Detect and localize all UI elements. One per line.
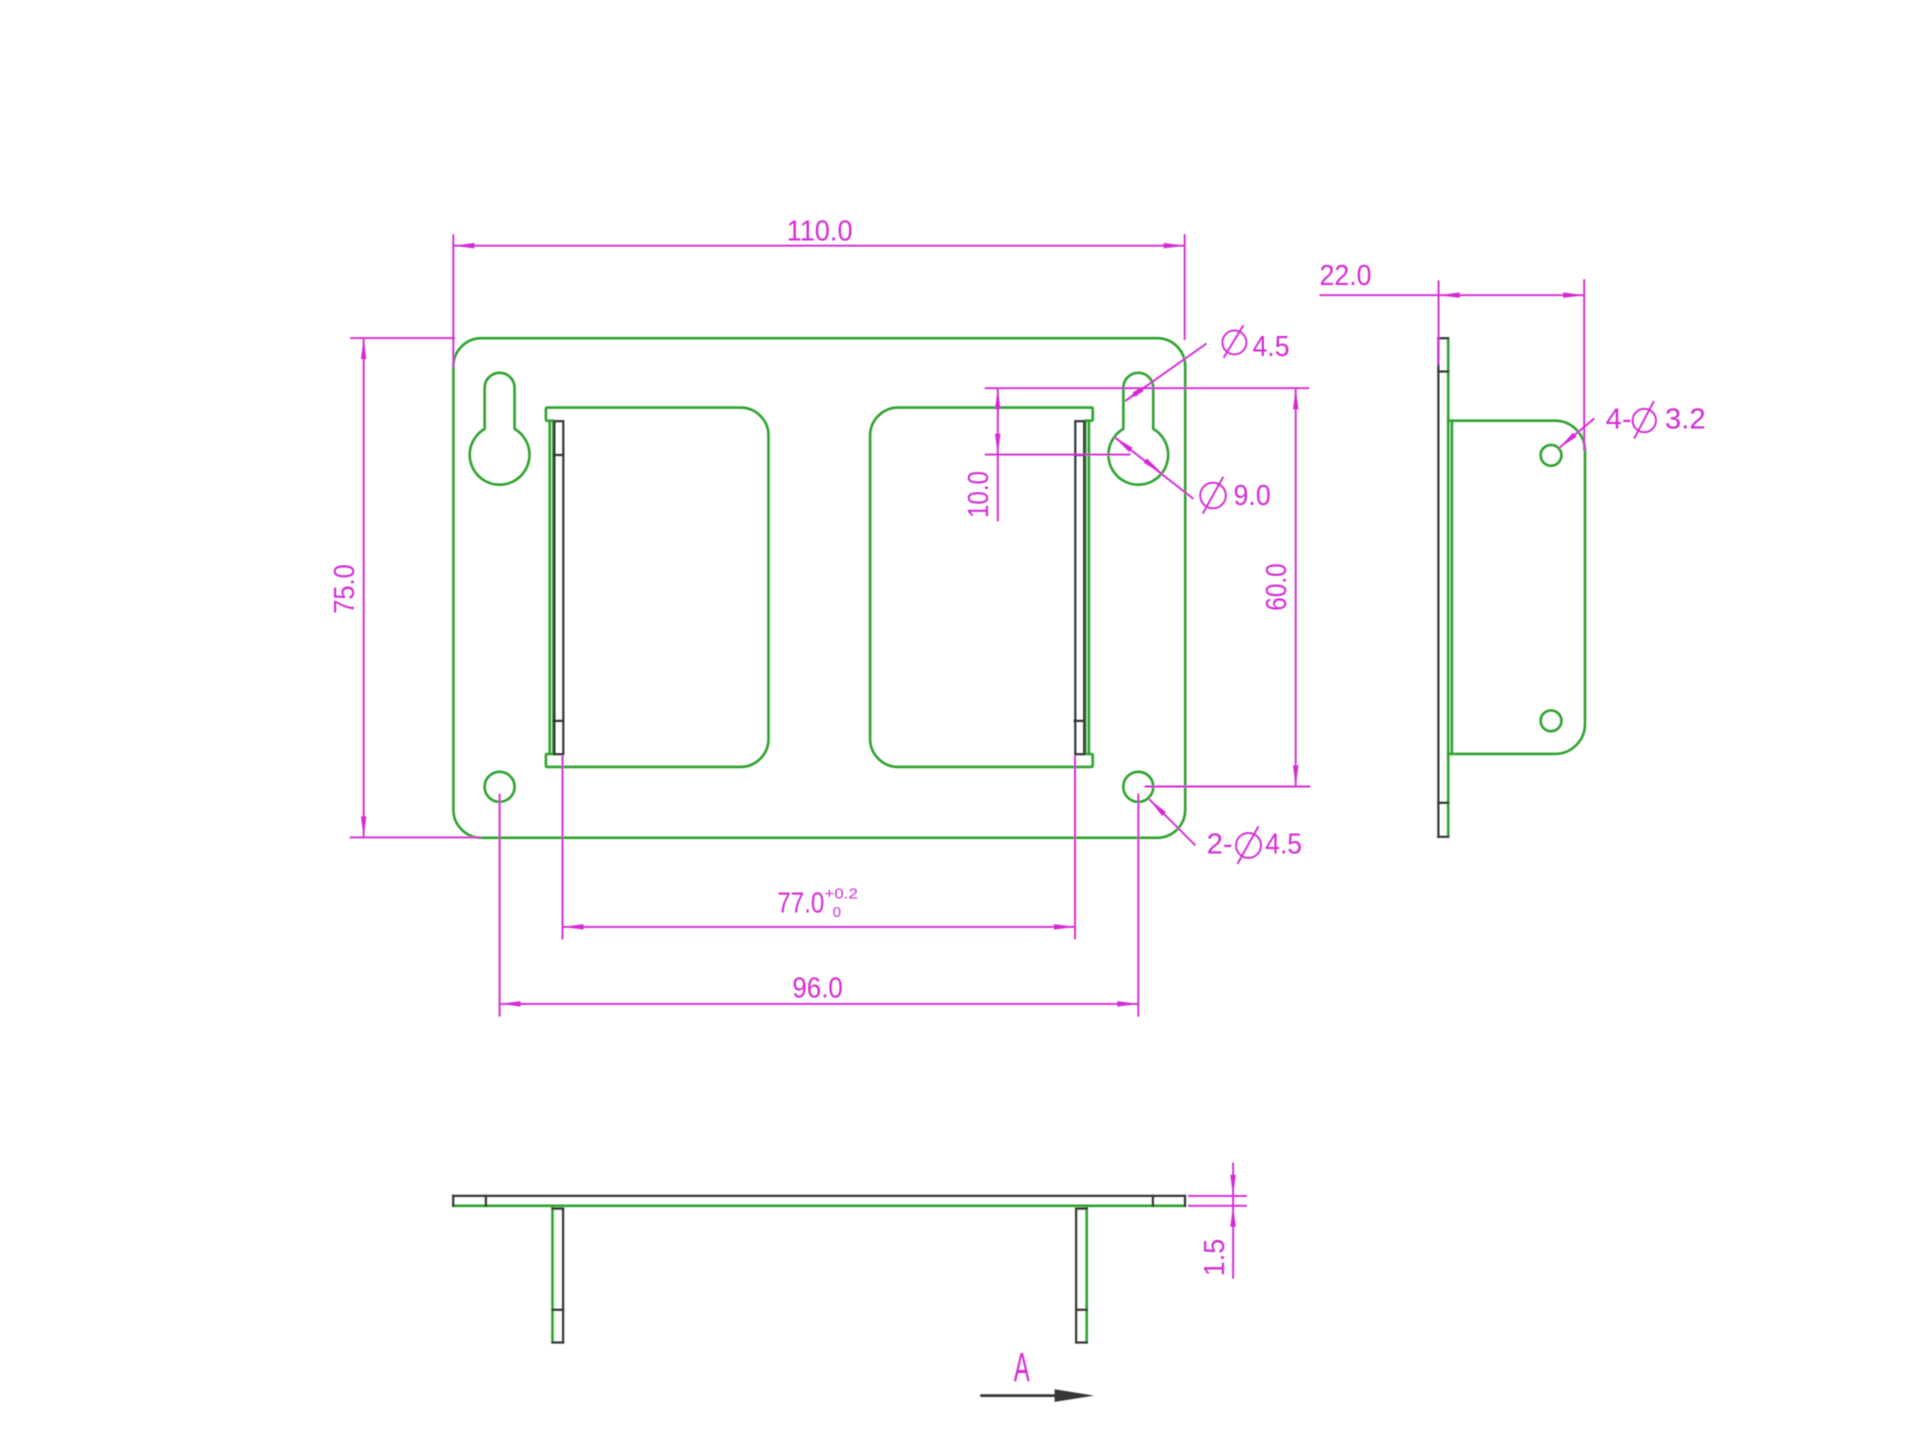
svg-text:2-: 2- <box>1207 829 1233 861</box>
svg-text:10.0: 10.0 <box>963 471 995 518</box>
svg-text:+0.2: +0.2 <box>824 886 858 902</box>
svg-text:4.5: 4.5 <box>1253 331 1290 363</box>
svg-text:9.0: 9.0 <box>1234 480 1271 512</box>
svg-text:4-: 4- <box>1606 404 1632 436</box>
svg-text:96.0: 96.0 <box>792 972 843 1004</box>
svg-text:75.0: 75.0 <box>329 564 361 614</box>
svg-text:0: 0 <box>833 905 841 921</box>
svg-text:110.0: 110.0 <box>787 216 853 248</box>
svg-text:60.0: 60.0 <box>1261 563 1293 610</box>
svg-text:A: A <box>1014 1344 1030 1390</box>
svg-text:77.0: 77.0 <box>777 887 824 919</box>
svg-text:22.0: 22.0 <box>1320 260 1372 292</box>
svg-text:1.5: 1.5 <box>1199 1239 1231 1277</box>
svg-text:4.5: 4.5 <box>1265 829 1302 861</box>
svg-text:3.2: 3.2 <box>1665 404 1706 436</box>
